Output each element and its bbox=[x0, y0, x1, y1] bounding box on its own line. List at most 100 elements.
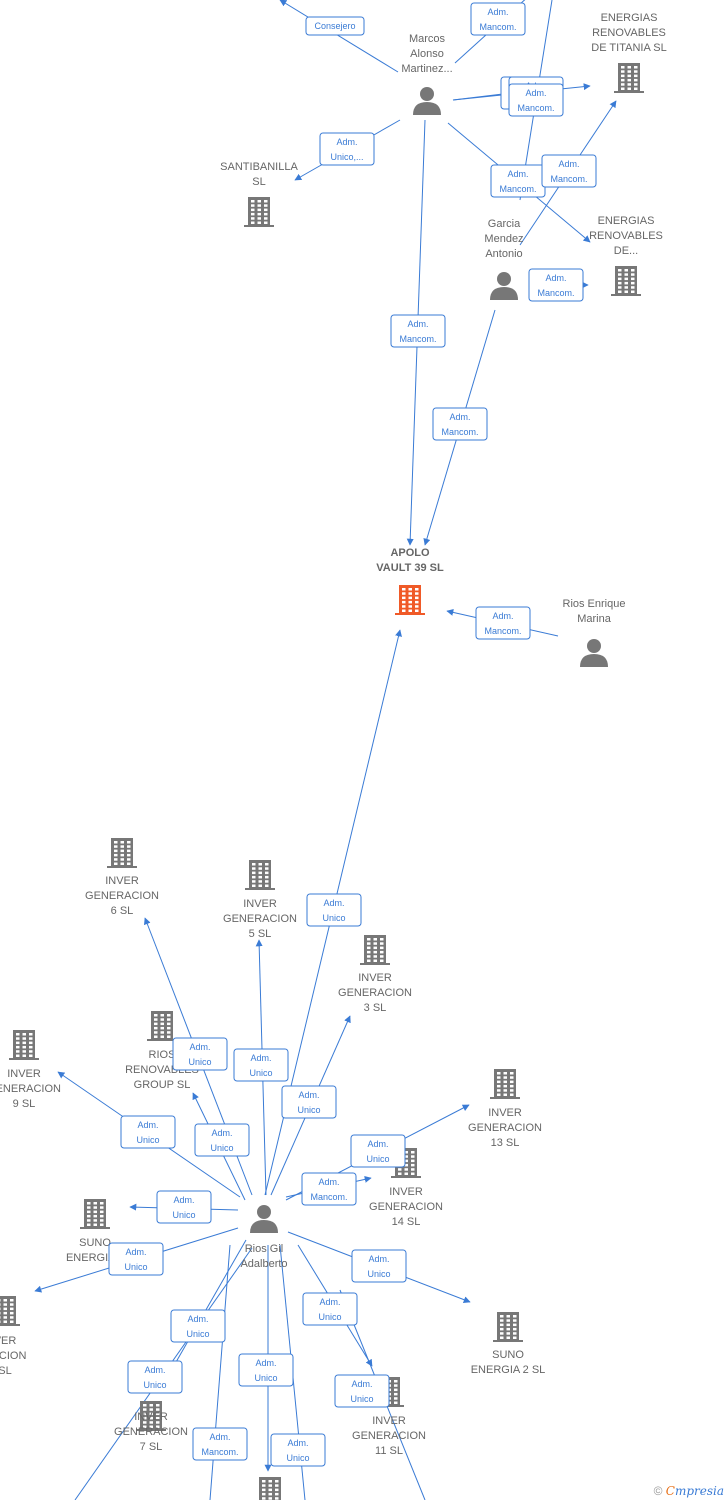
edge-label[interactable]: Adm.Mancom. bbox=[528, 268, 584, 302]
edge-label[interactable]: Adm.Unico bbox=[281, 1085, 337, 1119]
edge-label[interactable]: Adm.Mancom. bbox=[390, 314, 446, 348]
edge-label-text: Mancom. bbox=[310, 1192, 347, 1202]
edge-label[interactable]: Adm.Unico bbox=[108, 1242, 164, 1276]
edge-label-text: Adm. bbox=[507, 169, 528, 179]
brand-initial: C bbox=[665, 1484, 675, 1498]
edge-label[interactable]: Adm.Unico bbox=[238, 1353, 294, 1387]
edge-label-box bbox=[306, 893, 362, 927]
node-label: INVER bbox=[358, 972, 392, 984]
node-label: INVER bbox=[7, 1068, 41, 1080]
edge-label-box bbox=[390, 314, 446, 348]
edge-label-text: Adm. bbox=[407, 319, 428, 329]
building-icon bbox=[245, 860, 275, 890]
edge-label[interactable]: Adm.Mancom. bbox=[541, 154, 597, 188]
edge-label-text: Adm. bbox=[189, 1042, 210, 1052]
node-label: 11 SL bbox=[375, 1445, 403, 1457]
brand-name: mpresia bbox=[674, 1484, 724, 1498]
edge-label[interactable]: Adm.Mancom. bbox=[508, 83, 564, 117]
node-label: RENOVABLES bbox=[592, 27, 666, 39]
edge-label[interactable]: Adm.Unico bbox=[306, 893, 362, 927]
node-label: INVER bbox=[488, 1107, 522, 1119]
edge-label-text: Adm. bbox=[318, 1177, 339, 1187]
edge-label[interactable]: Adm.Unico bbox=[334, 1374, 390, 1408]
node-label: Mendez bbox=[484, 233, 523, 245]
edge-label-text: Adm. bbox=[187, 1314, 208, 1324]
edge-label[interactable]: Adm.Unico,... bbox=[319, 132, 375, 166]
node-label: Garcia bbox=[488, 218, 521, 230]
edge-label[interactable]: Adm.Unico bbox=[351, 1249, 407, 1283]
edge-label-text: Adm. bbox=[319, 1297, 340, 1307]
edge-label-box bbox=[172, 1037, 228, 1071]
node-label: 5 SL bbox=[249, 928, 272, 940]
company-node[interactable]: VERRACIONSL bbox=[0, 1296, 26, 1377]
edge-label-text: Adm. bbox=[298, 1090, 319, 1100]
edge-label-box bbox=[470, 2, 526, 36]
node-label: INVER bbox=[372, 1415, 406, 1427]
node-label: Marcos bbox=[409, 33, 446, 45]
company-node[interactable]: INVERGENERACION9 SL bbox=[0, 1030, 61, 1110]
edge-label[interactable]: Adm.Mancom. bbox=[475, 606, 531, 640]
edge-label-box bbox=[192, 1427, 248, 1461]
edge-label[interactable]: Adm.Mancom. bbox=[470, 2, 526, 36]
edge-label[interactable]: Adm.Unico bbox=[120, 1115, 176, 1149]
node-label: GENERACION bbox=[114, 1426, 188, 1438]
edge-label-box bbox=[432, 407, 488, 441]
edge-labels-layer: ConsejeroAdm.Mancom.Adm.Mancom.Adm.Manco… bbox=[108, 2, 597, 1467]
building-icon bbox=[0, 1296, 20, 1326]
edge-label[interactable]: Adm.Mancom. bbox=[192, 1427, 248, 1461]
building-icon bbox=[259, 1477, 281, 1500]
building-icon bbox=[136, 1401, 166, 1431]
node-label: DE... bbox=[614, 245, 638, 257]
edge-label[interactable]: Adm.Mancom. bbox=[432, 407, 488, 441]
edge-label-box bbox=[270, 1433, 326, 1467]
node-label: RENOVABLES bbox=[589, 230, 663, 242]
edge-label-box bbox=[281, 1085, 337, 1119]
edge-label[interactable]: Adm.Unico bbox=[156, 1190, 212, 1224]
footer-brand: © Cmpresia bbox=[654, 1484, 724, 1498]
edge-label-box bbox=[305, 16, 365, 36]
edge-label-text: Consejero bbox=[314, 21, 355, 31]
edge-label-text: Adm. bbox=[125, 1247, 146, 1257]
edge-label[interactable]: Consejero bbox=[305, 16, 365, 36]
edge-label[interactable]: Adm.Unico bbox=[302, 1292, 358, 1326]
building-icon bbox=[611, 266, 641, 296]
edge-label[interactable]: Adm.Unico bbox=[170, 1309, 226, 1343]
node-label: ENERGIA 2 SL bbox=[471, 1364, 546, 1376]
edge-label[interactable]: Adm.Unico bbox=[270, 1433, 326, 1467]
edge-label[interactable]: Adm.Unico bbox=[233, 1048, 289, 1082]
node-label: GENERACION bbox=[85, 890, 159, 902]
edge-label[interactable]: Adm.Unico bbox=[172, 1037, 228, 1071]
edge-label-text: Adm. bbox=[367, 1139, 388, 1149]
person-node[interactable]: MarcosAlonsoMartinez... bbox=[401, 33, 453, 115]
edge-line bbox=[279, 0, 399, 73]
edge-label-text: Adm. bbox=[449, 412, 470, 422]
edge-label-text: Unico bbox=[143, 1380, 166, 1390]
node-label: 14 SL bbox=[392, 1216, 421, 1228]
edge-label-text: Unico bbox=[172, 1210, 195, 1220]
company-node[interactable]: ENERGIASRENOVABLESDE... bbox=[589, 215, 663, 296]
node-label: GENERACION bbox=[338, 987, 412, 999]
edge-label[interactable]: Adm. Mancom. bbox=[301, 1172, 357, 1206]
edge-label-box bbox=[475, 606, 531, 640]
edge-label-text: Unico bbox=[350, 1394, 373, 1404]
edge-label[interactable]: Adm.Mancom. bbox=[490, 164, 546, 198]
edge-label[interactable]: Adm.Unico bbox=[127, 1360, 183, 1394]
edge-label[interactable]: Adm.Unico bbox=[350, 1134, 406, 1168]
company-node[interactable] bbox=[255, 1477, 285, 1500]
edge-label-text: Unico bbox=[210, 1143, 233, 1153]
edge-label[interactable]: Adm.Unico bbox=[194, 1123, 250, 1157]
building-icon bbox=[490, 1069, 520, 1099]
edge-label-box bbox=[351, 1249, 407, 1283]
